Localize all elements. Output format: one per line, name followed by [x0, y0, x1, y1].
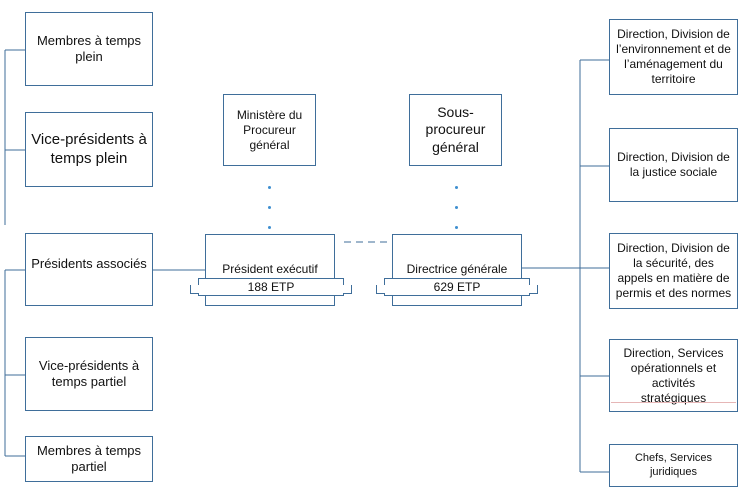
left-box-presidents-associes: Présidents associés: [25, 233, 153, 306]
dotted-connector-dot: [455, 226, 458, 229]
right-box-securite: Direction, Division de la sécurité, des …: [609, 233, 738, 309]
right-box-services-operationnels: Direction, Services opérationnels et act…: [609, 339, 738, 412]
directrice-fte: 629 ETP: [433, 280, 481, 294]
right-box-services-juridiques: Chefs, Services juridiques: [609, 444, 738, 487]
left-box-label: Vice-présidents à temps partiel: [38, 357, 140, 389]
right-box-label: Direction, Division de la sécurité, des …: [615, 241, 732, 300]
right-box-label: Direction, Division de la justice social…: [617, 150, 730, 179]
right-box-label: Chefs, Services juridiques: [634, 451, 713, 478]
ministere-procureur-general-box: Ministère du Procureur général: [223, 94, 316, 166]
sous-procureur-general-box: Sous- procureur général: [409, 94, 502, 166]
left-box-label: Vice-présidents à temps plein: [31, 130, 147, 167]
ministere-label: Ministère du Procureur général: [236, 107, 303, 152]
left-box-membres-temps-plein: Membres à temps plein: [25, 12, 153, 86]
right-box-justice-sociale: Direction, Division de la justice social…: [609, 128, 738, 202]
left-box-label: Membres à temps partiel: [36, 442, 142, 474]
box-underline-accent: [611, 402, 736, 403]
left-box-membres-temps-partiel: Membres à temps partiel: [25, 436, 153, 482]
directrice-fte-banner: 629 ETP: [376, 278, 538, 296]
dotted-connector-dot: [268, 226, 271, 229]
left-box-label: Présidents associés: [31, 256, 147, 271]
president-fte-banner: 188 ETP: [190, 278, 352, 296]
president-fte: 188 ETP: [247, 280, 295, 294]
directrice-title: Directrice générale: [406, 262, 508, 276]
left-box-vice-presidents-temps-plein: Vice-présidents à temps plein: [25, 112, 153, 187]
right-box-label: Direction, Division de l’environnement e…: [616, 27, 731, 86]
sous-procureur-label: Sous- procureur général: [425, 103, 486, 155]
dotted-connector-dot: [268, 186, 271, 189]
right-box-environnement: Direction, Division de l’environnement e…: [609, 19, 738, 95]
left-box-label: Membres à temps plein: [36, 32, 142, 64]
right-box-label: Direction, Services opérationnels et act…: [623, 345, 724, 405]
president-title: Président exécutif: [222, 262, 318, 276]
dotted-connector-dot: [268, 206, 271, 209]
dotted-connector-dot: [455, 206, 458, 209]
dotted-connector-dot: [455, 186, 458, 189]
left-box-vice-presidents-temps-partiel: Vice-présidents à temps partiel: [25, 337, 153, 411]
